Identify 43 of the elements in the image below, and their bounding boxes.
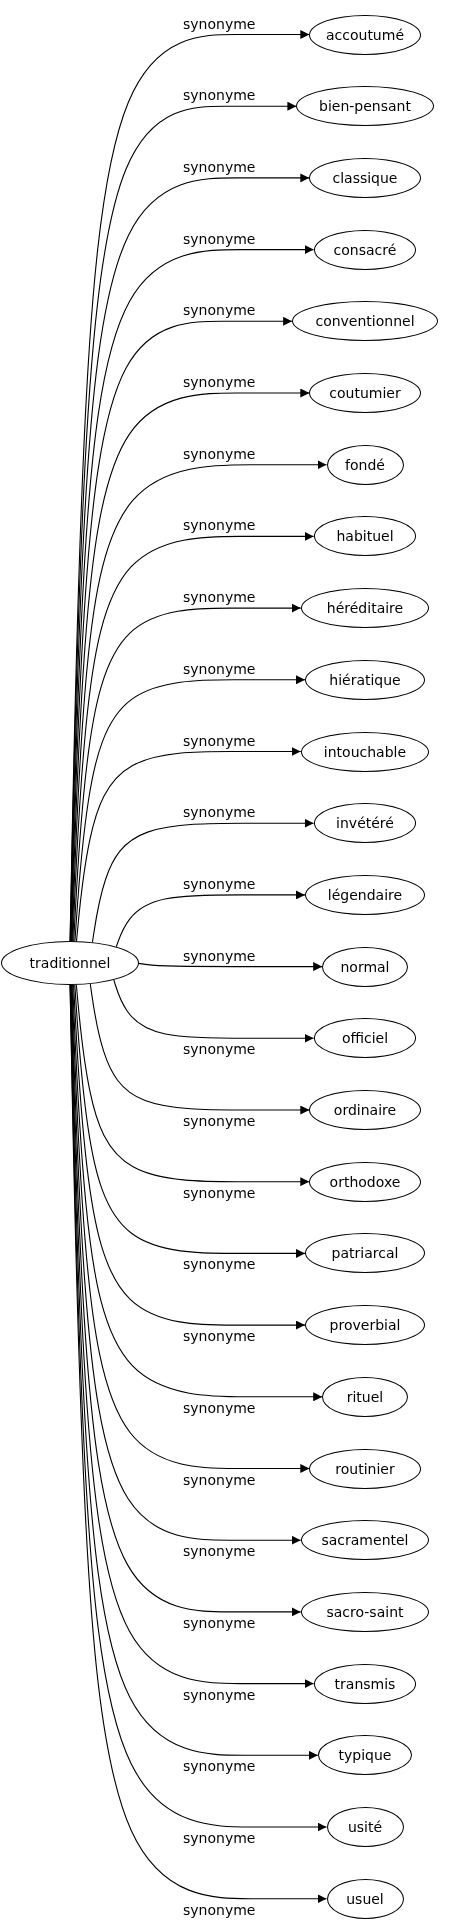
word-ellipse: hiératique xyxy=(305,659,425,700)
arrow xyxy=(71,460,328,942)
word-ellipse: légendaire xyxy=(305,874,425,915)
arrow xyxy=(138,962,323,972)
word-ellipse: sacramentel xyxy=(300,1520,430,1561)
arrow xyxy=(75,984,310,1187)
word-ellipse: intouchable xyxy=(300,731,430,772)
word-ellipse: invétéré xyxy=(313,803,417,844)
word-ellipse: bien-pensant xyxy=(296,86,434,127)
arrow xyxy=(71,984,310,1473)
word-ellipse: rituel xyxy=(322,1376,408,1417)
word-ellipse: sacro-saint xyxy=(300,1591,430,1632)
word-ellipse: traditionnel xyxy=(1,941,139,985)
word-ellipse: patriarcal xyxy=(305,1233,425,1274)
word-ellipse: consacré xyxy=(313,229,417,270)
arrow xyxy=(113,979,315,1043)
word-ellipse: typique xyxy=(317,1735,413,1776)
word-ellipse: usuel xyxy=(326,1878,404,1919)
word-ellipse: conventionnel xyxy=(292,301,438,342)
word-ellipse: normal xyxy=(322,946,408,987)
word-ellipse: routinier xyxy=(309,1448,421,1489)
arrow xyxy=(75,747,302,942)
word-ellipse: ordinaire xyxy=(309,1090,421,1130)
word-ellipse: habituel xyxy=(313,516,417,557)
word-ellipse: héréditaire xyxy=(300,588,430,629)
word-ellipse: transmis xyxy=(313,1663,417,1704)
word-ellipse: classique xyxy=(309,157,421,198)
word-ellipse: proverbial xyxy=(305,1305,425,1346)
arrow xyxy=(74,675,306,942)
arrow xyxy=(73,603,302,942)
word-ellipse: coutumier xyxy=(309,373,421,413)
arrow xyxy=(73,984,306,1330)
word-ellipse: orthodoxe xyxy=(309,1161,421,1202)
arrow xyxy=(89,983,310,1115)
arrow xyxy=(91,818,315,943)
word-ellipse: fondé xyxy=(326,444,404,485)
arrow xyxy=(70,388,310,942)
word-ellipse: usité xyxy=(326,1807,404,1847)
arrow xyxy=(115,890,306,948)
arrow xyxy=(74,984,306,1258)
arrow xyxy=(72,531,315,942)
word-ellipse: officiel xyxy=(313,1018,417,1059)
word-ellipse: accoutumé xyxy=(309,14,421,55)
